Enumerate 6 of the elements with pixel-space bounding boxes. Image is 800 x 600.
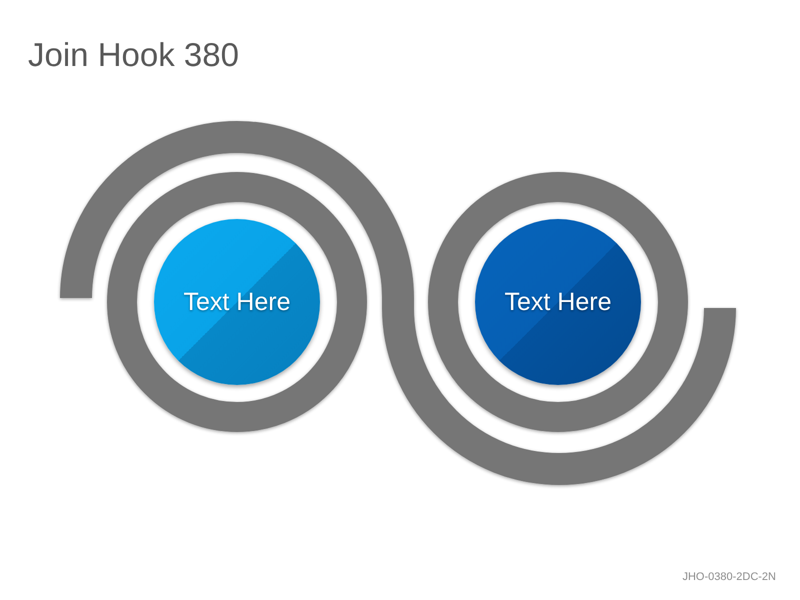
- circle: [475, 219, 641, 385]
- node-label: Text Here: [504, 288, 612, 316]
- node-label: Text Here: [184, 288, 290, 316]
- circle: [154, 219, 320, 385]
- code-label: JHO-0380-2DC-2N: [682, 571, 776, 583]
- title: Join Hook 380: [28, 36, 239, 74]
